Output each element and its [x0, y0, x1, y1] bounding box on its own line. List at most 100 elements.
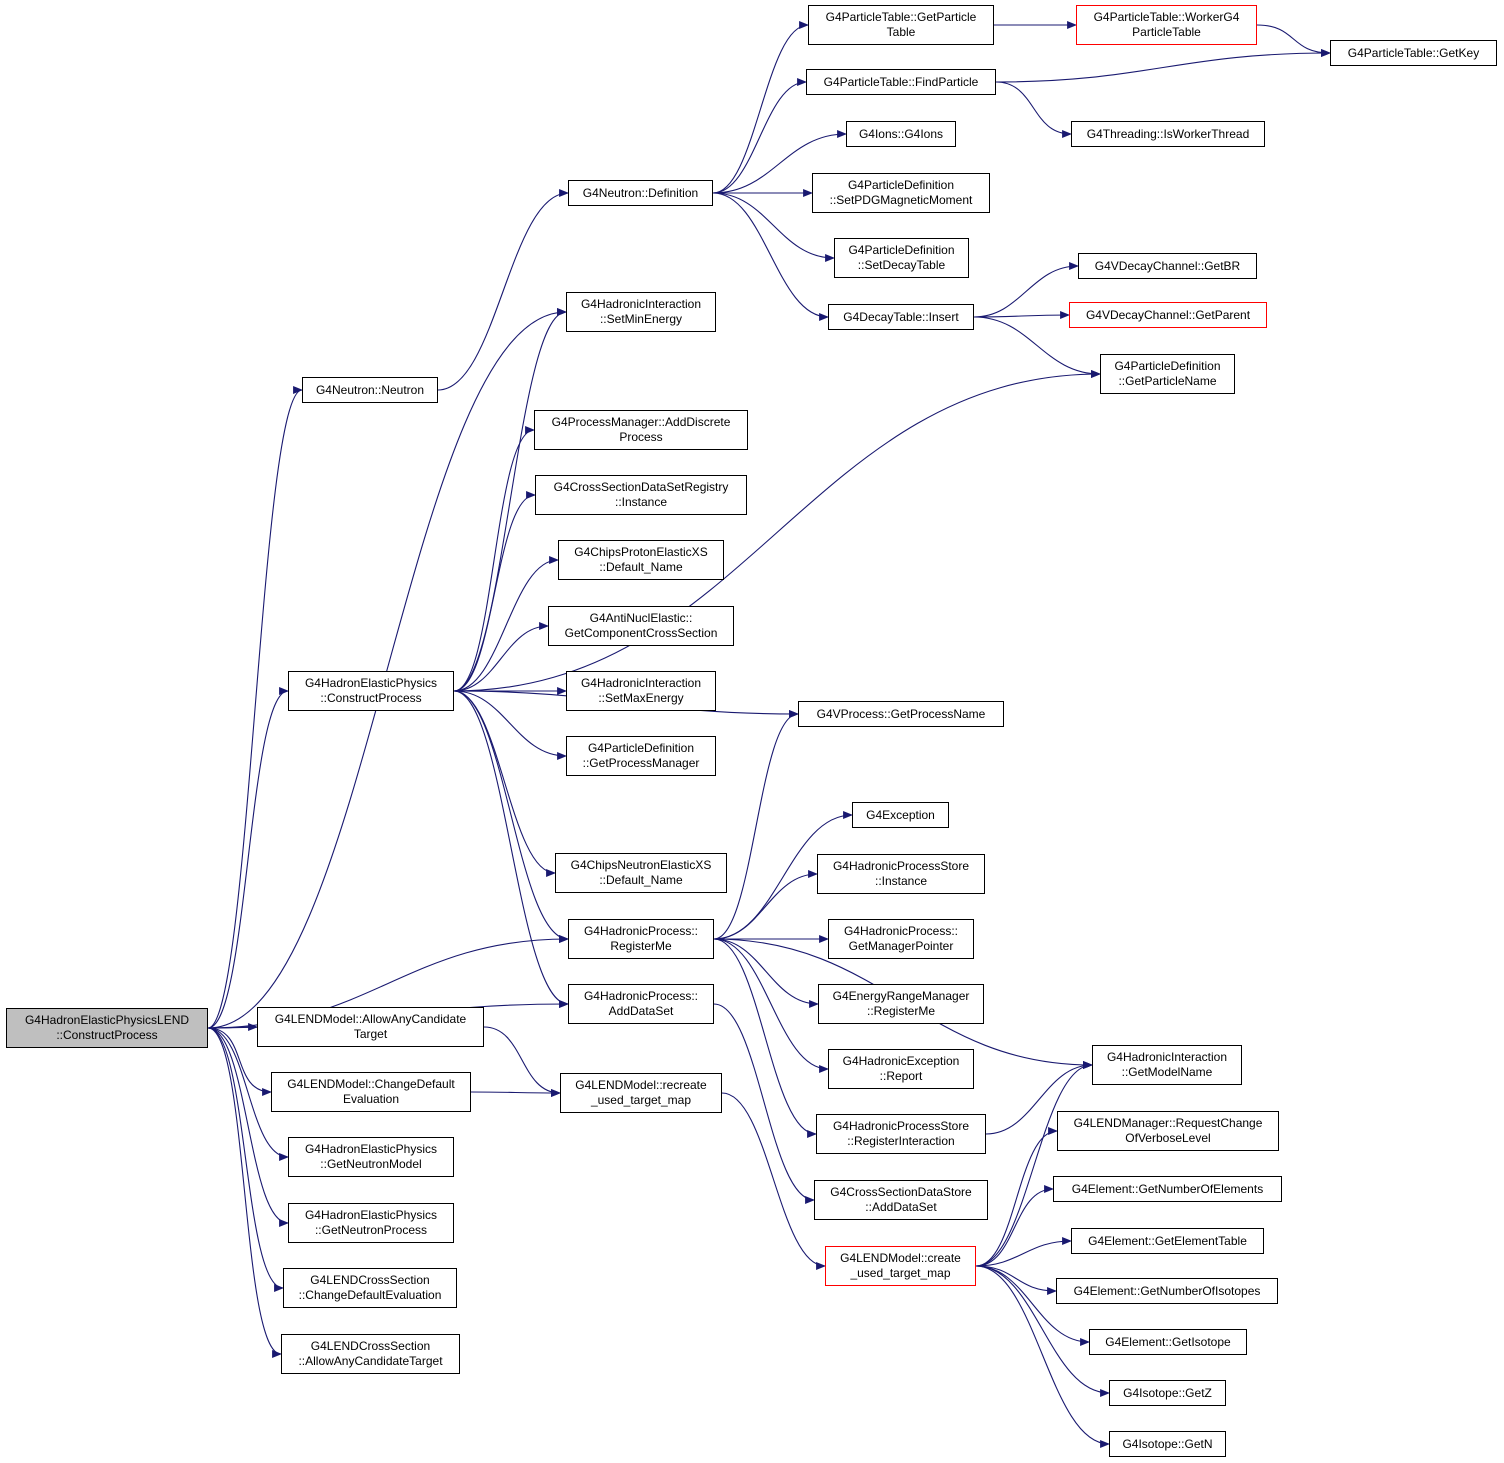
node-pd-setmagmoment[interactable]: G4ParticleDefinition::SetPDGMagneticMome… [812, 173, 990, 213]
node-hep-getneutronprocess[interactable]: G4HadronElasticPhysics::GetNeutronProces… [288, 1203, 454, 1243]
node-label-line: G4Element::GetIsotope [1105, 1334, 1231, 1349]
node-vdc-getparent[interactable]: G4VDecayChannel::GetParent [1069, 302, 1267, 328]
node-hi-setmaxenergy[interactable]: G4HadronicInteraction::SetMaxEnergy [566, 671, 716, 711]
edge-root-to-lendcs-allowany [207, 1027, 282, 1358]
node-pt-findparticle[interactable]: G4ParticleTable::FindParticle [806, 69, 996, 95]
node-hi-getmodelname[interactable]: G4HadronicInteraction::GetModelName [1092, 1045, 1242, 1085]
node-label-line: G4ParticleTable::GetKey [1347, 45, 1480, 60]
node-label-line: G4ParticleTable::FindParticle [823, 74, 979, 89]
node-hep-getneutronmodel[interactable]: G4HadronElasticPhysics::GetNeutronModel [288, 1137, 454, 1177]
node-hps-registerinteraction[interactable]: G4HadronicProcessStore::RegisterInteract… [816, 1114, 986, 1154]
node-label-line: G4LENDModel::create [840, 1251, 961, 1265]
node-label-line: ::SetPDGMagneticMoment [829, 193, 973, 207]
node-chips-proton[interactable]: G4ChipsProtonElasticXS::Default_Name [558, 540, 724, 580]
edge-neutron-def-to-pt-findparticle [712, 78, 807, 194]
node-label-line: G4ParticleTable::WorkerG4 [1093, 10, 1240, 24]
node-label-line: G4Isotope::GetN [1122, 1436, 1213, 1451]
node-label-line: G4HadronElasticPhysics [304, 676, 438, 690]
node-csds-adddataset[interactable]: G4CrossSectionDataStore::AddDataSet [814, 1180, 988, 1220]
node-label-line: ::Default_Name [599, 873, 683, 887]
edge-lendmodel-create-to-hi-getmodelname [975, 1061, 1093, 1267]
node-vdc-getbr[interactable]: G4VDecayChannel::GetBR [1078, 253, 1257, 279]
node-root: G4HadronElasticPhysicsLEND::ConstructPro… [6, 1008, 208, 1048]
node-hp-adddataset[interactable]: G4HadronicProcess::AddDataSet [568, 984, 714, 1024]
node-vp-getprocessname[interactable]: G4VProcess::GetProcessName [798, 701, 1004, 727]
edge-root-to-lendcs-changedefault [207, 1027, 284, 1292]
node-pd-getprocessmanager[interactable]: G4ParticleDefinition::GetProcessManager [566, 736, 716, 776]
edge-neutron-ctor-to-neutron-def [437, 189, 569, 391]
node-pd-setdecaytable[interactable]: G4ParticleDefinition::SetDecayTable [834, 238, 969, 278]
edge-hep-construct-to-pm-adddiscrete [453, 426, 535, 692]
edge-neutron-def-to-pt-getparticletable [712, 21, 809, 194]
node-erm-registerme[interactable]: G4EnergyRangeManager::RegisterMe [818, 984, 984, 1024]
node-element-getisotope[interactable]: G4Element::GetIsotope [1089, 1329, 1247, 1355]
node-hep-construct[interactable]: G4HadronElasticPhysics::ConstructProcess [288, 671, 454, 711]
node-isotope-getn[interactable]: G4Isotope::GetN [1109, 1431, 1226, 1457]
node-pd-getparticlename[interactable]: G4ParticleDefinition::GetParticleName [1100, 354, 1235, 394]
node-isotope-getz[interactable]: G4Isotope::GetZ [1109, 1380, 1226, 1406]
node-hp-getmanager[interactable]: G4HadronicProcess::GetManagerPointer [828, 919, 974, 959]
node-label-line: G4ChipsProtonElasticXS [574, 545, 708, 559]
edge-hep-construct-to-hi-setminenergy [453, 308, 567, 692]
node-label-line: G4CrossSectionDataStore [830, 1185, 972, 1199]
node-hexc-report[interactable]: G4HadronicException::Report [828, 1049, 974, 1089]
node-hi-setminenergy[interactable]: G4HadronicInteraction::SetMinEnergy [566, 292, 716, 332]
edge-neutron-def-to-ions-ctor [712, 130, 847, 194]
node-lendcs-changedefault[interactable]: G4LENDCrossSection::ChangeDefaultEvaluat… [283, 1268, 457, 1308]
node-element-gettable[interactable]: G4Element::GetElementTable [1071, 1228, 1264, 1254]
edge-hep-construct-to-hp-registerme [453, 690, 569, 943]
node-decaytable-insert[interactable]: G4DecayTable::Insert [828, 304, 974, 330]
node-label-line: G4ParticleDefinition [587, 741, 695, 755]
node-label-line: G4DecayTable::Insert [843, 309, 959, 324]
edge-hps-registerinteraction-to-hi-getmodelname [985, 1061, 1093, 1135]
node-label-line: G4HadronicInteraction [1106, 1050, 1228, 1064]
node-ions-ctor[interactable]: G4Ions::G4Ions [846, 121, 956, 147]
node-label-line: G4HadronicInteraction [580, 676, 702, 690]
node-label-line: G4Isotope::GetZ [1123, 1385, 1212, 1400]
edge-lendmodel-create-to-element-getnumelements [975, 1185, 1054, 1267]
node-hp-registerme[interactable]: G4HadronicProcess::RegisterMe [568, 919, 714, 959]
node-exception[interactable]: G4Exception [852, 802, 949, 828]
edge-decaytable-insert-to-vdc-getparent [973, 311, 1070, 319]
node-antinucl[interactable]: G4AntiNuclElastic::GetComponentCrossSect… [548, 606, 734, 646]
node-label-line: G4ChipsNeutronElasticXS [570, 858, 712, 872]
edge-neutron-def-to-decaytable-insert [712, 192, 829, 321]
node-label-line: ::Instance [614, 495, 668, 509]
node-label-line: G4HadronElasticPhysics [304, 1208, 438, 1222]
node-label-line: G4LENDCrossSection [310, 1339, 431, 1353]
edge-decaytable-insert-to-vdc-getbr [973, 262, 1079, 318]
node-label-line: ::Default_Name [599, 560, 683, 574]
node-lendcs-allowany[interactable]: G4LENDCrossSection::AllowAnyCandidateTar… [281, 1334, 460, 1374]
node-element-getnumelements[interactable]: G4Element::GetNumberOfElements [1053, 1176, 1282, 1202]
node-label-line: Process [619, 430, 663, 444]
node-label-line: _used_target_map [850, 1266, 951, 1280]
edge-hep-construct-to-csdsr-instance [453, 491, 536, 692]
node-label-line: G4HadronicProcess:: [583, 989, 699, 1003]
node-label-line: G4HadronElasticPhysics [304, 1142, 438, 1156]
node-label-line: G4ProcessManager::AddDiscrete [551, 415, 731, 429]
node-neutron-ctor[interactable]: G4Neutron::Neutron [302, 377, 438, 403]
node-hps-instance[interactable]: G4HadronicProcessStore::Instance [817, 854, 985, 894]
node-csdsr-instance[interactable]: G4CrossSectionDataSetRegistry::Instance [535, 475, 747, 515]
edge-hep-construct-to-pd-getprocessmanager [453, 690, 567, 760]
node-label-line: Evaluation [342, 1092, 400, 1106]
edge-lendmodel-create-to-element-getnumisotopes [975, 1265, 1057, 1295]
node-lendmodel-create[interactable]: G4LENDModel::create_used_target_map [825, 1246, 976, 1286]
node-label-line: AddDataSet [608, 1004, 674, 1018]
edge-hp-adddataset-to-csds-adddataset [713, 1003, 815, 1204]
node-lendmodel-recreate[interactable]: G4LENDModel::recreate_used_target_map [560, 1073, 722, 1113]
node-pt-getkey[interactable]: G4ParticleTable::GetKey [1330, 40, 1497, 66]
node-element-getnumisotopes[interactable]: G4Element::GetNumberOfIsotopes [1056, 1278, 1278, 1304]
node-label-line: G4LENDCrossSection [310, 1273, 430, 1287]
node-threading-isworker[interactable]: G4Threading::IsWorkerThread [1071, 121, 1265, 147]
node-label-line: G4VDecayChannel::GetBR [1094, 258, 1241, 273]
node-neutron-def[interactable]: G4Neutron::Definition [568, 180, 713, 206]
node-chips-neutron[interactable]: G4ChipsNeutronElasticXS::Default_Name [555, 853, 727, 893]
